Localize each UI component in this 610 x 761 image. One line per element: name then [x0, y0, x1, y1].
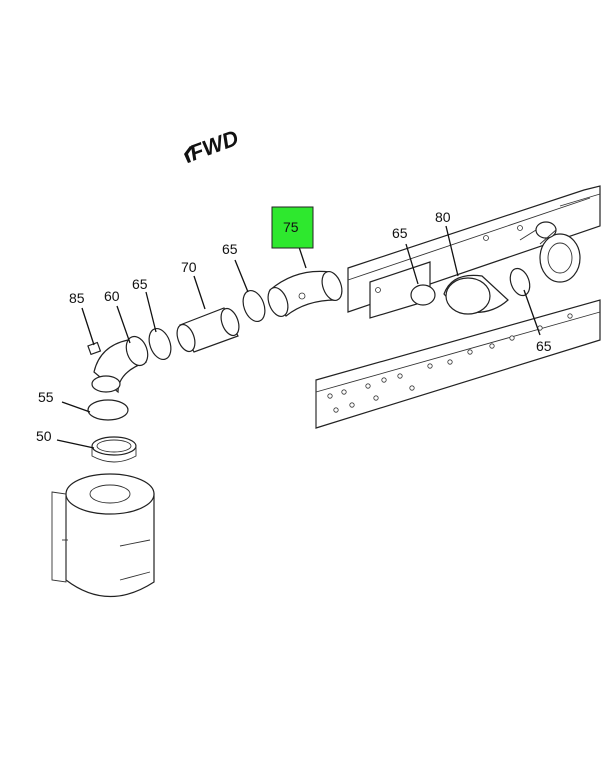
frame-rail-holes — [327, 225, 573, 413]
air-cleaner-housing — [51, 473, 155, 598]
fwd-arrow-marker: FWD — [184, 125, 242, 166]
callout-label: 50 — [36, 428, 52, 444]
part-65-clamp-d — [509, 267, 531, 297]
part-65-clamp-c — [410, 284, 436, 306]
frame-rail — [315, 185, 601, 429]
callout-label: 60 — [104, 288, 120, 304]
part-55-o-ring — [87, 399, 129, 421]
part-85-fitting — [87, 341, 102, 356]
part-80-elbow — [443, 274, 509, 315]
fwd-arrow-icon — [184, 146, 193, 163]
callout-label: 65 — [132, 276, 148, 292]
callout-label: 65 — [222, 241, 238, 257]
turbocharger — [519, 221, 581, 283]
part-65-clamp-a — [148, 327, 172, 361]
part-70-tube — [176, 307, 240, 353]
callout-label-75: 75 — [283, 219, 299, 235]
part-50-clamp — [91, 436, 137, 463]
callout-label: 80 — [435, 209, 451, 225]
callout-labels: 85 60 65 70 65 55 50 65 80 65 — [36, 209, 552, 444]
part-65-clamp-b — [242, 289, 266, 323]
callout-label: 65 — [392, 225, 408, 241]
highlight-box-75 — [271, 206, 314, 249]
callout-label: 85 — [69, 290, 85, 306]
fwd-label: FWD — [186, 125, 242, 166]
callout-label: 55 — [38, 389, 54, 405]
part-60-elbow — [91, 335, 149, 394]
callout-label: 65 — [536, 338, 552, 354]
callout-label: 70 — [181, 259, 197, 275]
part-75-hose — [267, 270, 343, 318]
leader-lines — [56, 225, 541, 449]
